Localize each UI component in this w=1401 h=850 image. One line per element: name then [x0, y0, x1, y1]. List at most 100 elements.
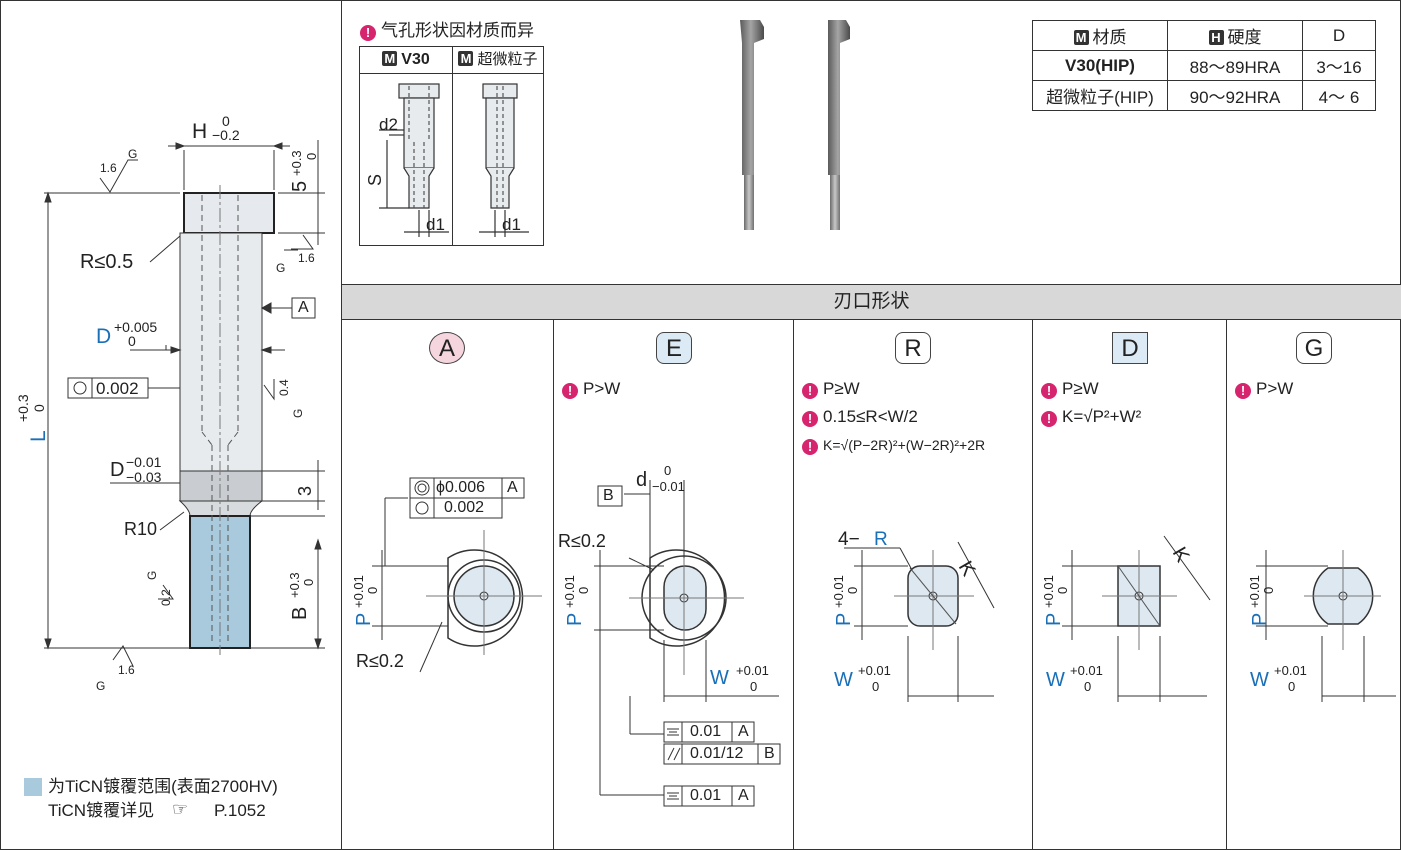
table-row: V30(HIP) 88～89HRA 3～16 [1032, 50, 1376, 81]
warning-icon: ! [1235, 383, 1251, 399]
punch-drawing [44, 140, 325, 667]
air-hole-d1: d1 [426, 215, 445, 234]
A-dim-P-upper: +0.01 [351, 575, 366, 608]
dim-H-upper: 0 [222, 113, 230, 129]
D-dim-W: W [1046, 669, 1065, 691]
R-dim-P-lower: 0 [845, 586, 860, 594]
dim-L-upper: +0.3 [15, 394, 31, 422]
G-dim-W-upper: +0.01 [1274, 663, 1307, 678]
rough-G-low: G [145, 570, 159, 580]
dim-D-lower: 0 [128, 333, 136, 349]
column-divider [553, 320, 554, 850]
dim-D2-upper: −0.01 [126, 454, 162, 470]
shape-E-note-1: !P>W [562, 380, 620, 399]
rough-G-mid: G [291, 408, 305, 418]
E-fcf-sym1: 0.01 [690, 723, 722, 740]
E-dim-W: W [710, 667, 729, 689]
R-dim-W-lower: 0 [872, 679, 880, 694]
rough-G-top: G [128, 147, 138, 161]
shape-R-note-3: !K=√(P−2R)²+(W−2R)²+2R [802, 438, 985, 455]
rough-G-bot: G [96, 679, 106, 693]
shape-D-note-2: !K=√P²+W² [1041, 408, 1141, 427]
warning-icon: ! [802, 411, 818, 427]
R-label-R: R [874, 529, 888, 550]
coating-swatch [24, 778, 42, 796]
dim-D2: D [110, 459, 125, 481]
dim-B: B [289, 606, 311, 620]
punch-photo-2 [828, 20, 850, 230]
D-dim-P-lower: 0 [1055, 586, 1070, 594]
G-dim-P-lower: 0 [1261, 586, 1276, 594]
rough-0.2: 0.2 [159, 589, 173, 606]
shape-R-note-1: !P≥W [802, 380, 860, 399]
rough-G-right: G [276, 261, 286, 275]
shape-label-G[interactable]: G [1296, 332, 1332, 364]
warning-icon: ! [802, 383, 818, 399]
dim-5-tol2: 0 [304, 152, 319, 160]
E-fcf-sym2-datum: A [738, 787, 749, 804]
shape-R-drawing [844, 541, 995, 702]
R-label-4: 4− [838, 529, 860, 550]
D-dim-P: P [1043, 612, 1065, 626]
R-dim-W-upper: +0.01 [858, 663, 891, 678]
column-divider [1226, 320, 1227, 850]
coating-detail-text: TiCN镀覆详见 [48, 801, 155, 820]
E-dim-d-lower: −0.01 [652, 479, 685, 494]
circularity-value: 0.002 [96, 379, 139, 398]
warning-icon: ! [1041, 411, 1057, 427]
rough-0.4: 0.4 [277, 379, 291, 396]
G-dim-W: W [1250, 669, 1269, 691]
G-dim-P: P [1249, 612, 1271, 626]
rough-1.6-bot: 1.6 [118, 663, 135, 677]
dim-B-lower: 0 [301, 578, 316, 586]
R10-label: R10 [124, 519, 158, 539]
A-fcf-datum: A [507, 479, 518, 496]
dim-5: 5 [289, 180, 311, 192]
E-datum-B: B [603, 487, 614, 504]
E-dim-W-upper: +0.01 [736, 663, 769, 678]
E-dim-d-upper: 0 [664, 463, 672, 478]
E-dim-d: d [636, 469, 648, 491]
G-dim-W-lower: 0 [1288, 679, 1296, 694]
tip-shape-drawings [372, 477, 1396, 807]
E-fcf-par: 0.01/12 [690, 745, 744, 762]
E-fcf-sym2: 0.01 [690, 787, 722, 804]
air-hole-d1b: d1 [502, 215, 521, 234]
dim-H: H [192, 120, 208, 143]
shape-G-drawing [1256, 550, 1396, 702]
A-fcf-circ: 0.002 [444, 499, 485, 516]
shape-G-note-1: !P>W [1235, 380, 1293, 399]
shape-label-R[interactable]: R [895, 332, 931, 364]
shape-label-D[interactable]: D [1112, 332, 1148, 364]
R-dim-P: P [833, 612, 855, 626]
D-dim-W-lower: 0 [1084, 679, 1092, 694]
warning-icon: ! [360, 25, 376, 41]
E-dim-P: P [564, 612, 586, 626]
warning-icon: ! [562, 383, 578, 399]
dim-L-lower: 0 [31, 404, 47, 412]
shape-label-E[interactable]: E [656, 332, 692, 364]
page-reference-link[interactable]: P.1052 [214, 801, 266, 820]
table-row: 超微粒子(HIP) 90～92HRA 4～ 6 [1032, 80, 1376, 111]
E-R-label: R≤0.2 [558, 531, 606, 551]
shape-label-A[interactable]: A [429, 332, 465, 364]
tip-section-header: 刃口形状 [342, 284, 1401, 320]
dim-3: 3 [295, 485, 315, 496]
shape-D-note-1: !P≥W [1041, 380, 1099, 399]
dim-D-upper: +0.005 [114, 319, 158, 335]
rough-1.6-top: 1.6 [100, 161, 117, 175]
R-dim-W: W [834, 669, 853, 691]
air-hole-d2: d2 [379, 115, 398, 134]
hand-pointer-icon: ☞ [172, 799, 189, 819]
G-dim-P-upper: +0.01 [1247, 575, 1262, 608]
dim-H-lower: −0.2 [212, 127, 240, 143]
air-hole-note: !气孔形状因材质而异 [360, 22, 534, 41]
E-fcf-sym1-datum: A [738, 723, 749, 740]
coating-legend-text: 为TiCN镀覆范围(表面2700HV) [48, 777, 278, 796]
air-hole-drawings [379, 83, 529, 237]
